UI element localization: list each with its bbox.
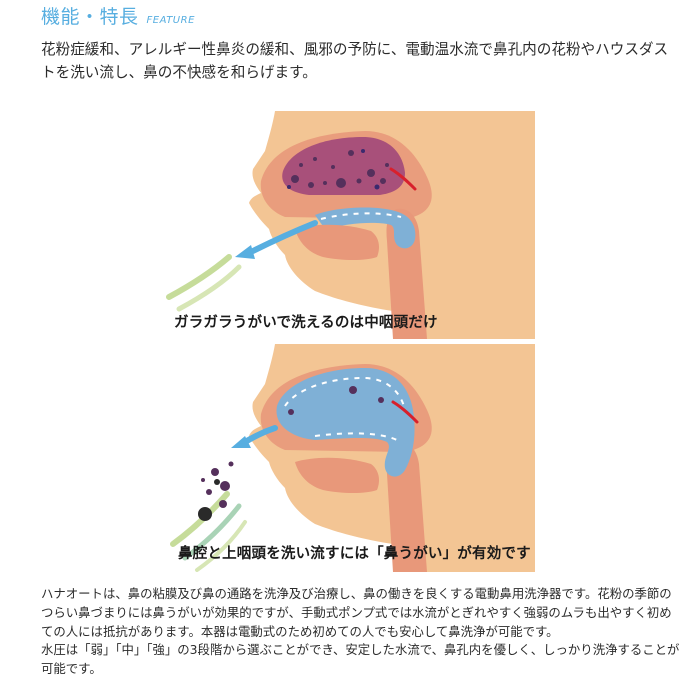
section-title: 機能・特長 — [41, 6, 139, 28]
section-heading: 機能・特長 FEATURE — [41, 2, 195, 29]
gargle-illustration — [165, 111, 535, 339]
description-paragraph: 水圧は「弱」「中」「強」の3段階から選ぶことができ、安定した水流で、鼻孔内を優し… — [41, 642, 680, 677]
section-subtitle: FEATURE — [146, 15, 195, 26]
nasal-rinse-illustration — [165, 344, 535, 572]
product-description: ハナオートは、鼻の粘膜及び鼻の通路を洗浄及び治療し、鼻の働きを良くする電動鼻用洗… — [41, 585, 681, 679]
figure-caption-nasal-rinse: 鼻腔と上咽頭を洗い流すには「鼻うがい」が有効です — [178, 546, 531, 562]
description-paragraph: ハナオートは、鼻の粘膜及び鼻の通路を洗浄及び治療し、鼻の働きを良くする電動鼻用洗… — [41, 586, 672, 639]
figure-caption-gargle: ガラガラうがいで洗えるのは中咽頭だけ — [174, 315, 438, 331]
intro-text: 花粉症緩和、アレルギー性鼻炎の緩和、風邪の予防に、電動温水流で鼻孔内の花粉やハウ… — [41, 41, 669, 81]
